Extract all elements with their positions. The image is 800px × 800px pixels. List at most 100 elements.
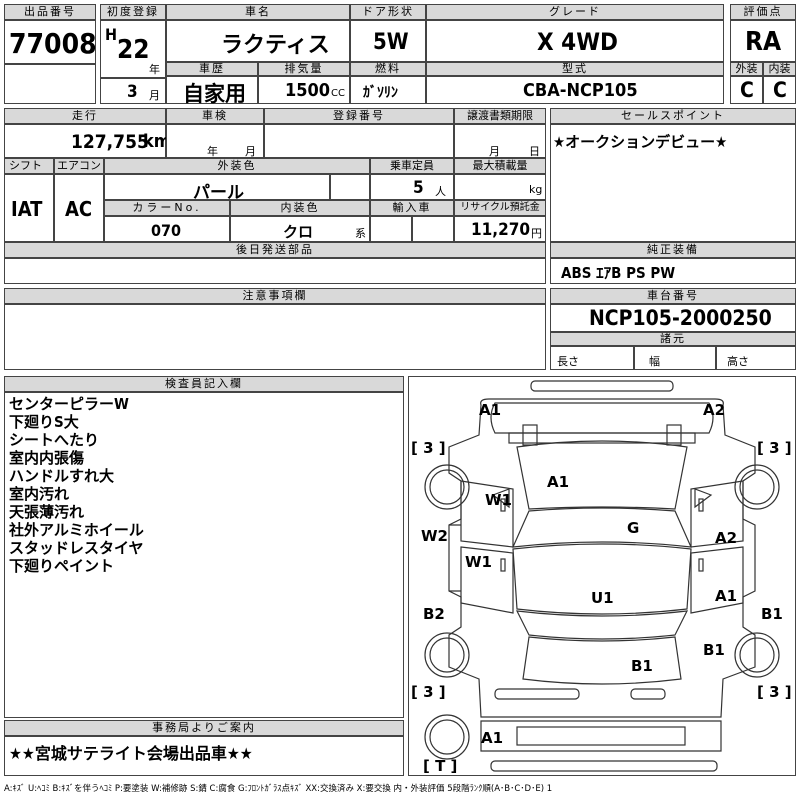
first-reg-cell: H 22 年 bbox=[100, 20, 166, 78]
mileage-unit: km bbox=[143, 131, 171, 152]
color-no-cell: 070 bbox=[104, 216, 230, 242]
grade-cell: X 4WD bbox=[426, 20, 724, 62]
transfer-cell: 月 日 bbox=[454, 124, 546, 158]
legend: A:ｷｽﾞ U:ﾍｺﾐ B:ｷｽﾞを伴うﾍｺﾐ P:要塗装 W:補修跡 S:錆 … bbox=[4, 784, 553, 794]
mark-door-right-front: A2 bbox=[715, 529, 738, 547]
reg-year: 22 bbox=[117, 35, 150, 65]
color: パール bbox=[193, 183, 244, 203]
reg-month: 3 bbox=[127, 82, 138, 102]
mark-hood: A1 bbox=[547, 473, 570, 491]
lot-number: 77008 bbox=[9, 27, 97, 60]
list-item: シートへたり bbox=[9, 431, 100, 449]
chassis-header: 車台番号 bbox=[550, 288, 796, 304]
transfer-day-unit: 日 bbox=[529, 145, 540, 158]
office-message: ★★宮城サテライト会場出品車★★ bbox=[9, 744, 253, 763]
length-cell: 長さ bbox=[550, 346, 634, 370]
car-diagram: A1 A2 A1 W1 W2 W1 G A2 A1 U1 B2 B1 B1 B1… bbox=[408, 376, 796, 776]
ac: AC bbox=[65, 197, 93, 221]
color-cell: パール bbox=[104, 174, 330, 203]
month-unit: 月 bbox=[149, 89, 160, 102]
load-header: 最大積載量 bbox=[454, 158, 546, 174]
lot-blank-cell bbox=[4, 64, 96, 104]
mark-rear-bottom: A1 bbox=[481, 729, 504, 747]
reg-number-header: 登録番号 bbox=[264, 108, 454, 124]
import-header: 輸入車 bbox=[370, 200, 454, 216]
transfer-month-unit: 月 bbox=[489, 145, 500, 158]
list-item: センターピラーW bbox=[9, 395, 129, 413]
width-label: 幅 bbox=[649, 355, 660, 368]
capacity: 5 bbox=[413, 178, 424, 198]
tire-front-right: [ 3 ] bbox=[757, 439, 792, 457]
import-cell-a bbox=[370, 216, 412, 242]
chassis-cell: NCP105-2000250 bbox=[550, 304, 796, 332]
list-item: 天張薄汚れ bbox=[9, 503, 85, 521]
grade-header: グレード bbox=[426, 4, 724, 20]
model-header: 型式 bbox=[426, 62, 724, 76]
height-label: 高さ bbox=[727, 355, 749, 368]
equipment-cell: ABS ｴｱB PS PW bbox=[550, 258, 796, 284]
length-label: 長さ bbox=[557, 355, 579, 368]
import-cell-b bbox=[412, 216, 454, 242]
width-cell: 幅 bbox=[634, 346, 716, 370]
mark-front-right: A2 bbox=[703, 401, 726, 419]
dims-header: 諸元 bbox=[550, 332, 796, 346]
load-unit: kg bbox=[529, 183, 543, 196]
mark-roof: U1 bbox=[591, 589, 614, 607]
inspector-cell: センターピラーW 下廻りS大 シートへたり 室内内張傷 ハンドルすれ大 室内汚れ… bbox=[4, 392, 404, 718]
first-reg-header: 初度登録 bbox=[100, 4, 166, 20]
fuel-cell: ｶﾞｿﾘﾝ bbox=[350, 76, 426, 104]
color-blank-cell bbox=[330, 174, 370, 200]
list-item: 下廻りS大 bbox=[9, 413, 79, 431]
recycle-cell: 11,270 円 bbox=[454, 216, 546, 242]
model-cell: CBA-NCP105 bbox=[426, 76, 724, 104]
equipment: ABS ｴｱB PS PW bbox=[561, 264, 676, 282]
model: CBA-NCP105 bbox=[523, 80, 638, 101]
year-unit: 年 bbox=[149, 63, 160, 76]
equipment-header: 純正装備 bbox=[550, 242, 796, 258]
color-no: 070 bbox=[151, 221, 182, 240]
height-cell: 高さ bbox=[716, 346, 796, 370]
score: RA bbox=[745, 27, 782, 57]
office-header: 事務局よりご案内 bbox=[4, 720, 404, 736]
sales-point-cell: ★オークションデビュー★ bbox=[550, 124, 796, 242]
mark-windshield: G bbox=[627, 519, 640, 537]
car-outline bbox=[424, 380, 780, 772]
int-color-header: 内装色 bbox=[230, 200, 370, 216]
mark-door-right-rear: A1 bbox=[715, 587, 738, 605]
mark-door-left-front: W2 bbox=[421, 527, 448, 545]
later-parts-header: 後日発送部品 bbox=[4, 242, 546, 258]
fuel-header: 燃料 bbox=[350, 62, 426, 76]
door-type: 5W bbox=[373, 30, 409, 55]
mark-fender-left: W1 bbox=[485, 491, 512, 509]
load-cell: kg bbox=[454, 174, 546, 200]
ac-header: エアコン bbox=[54, 158, 104, 174]
capacity-cell: 5 人 bbox=[370, 174, 454, 200]
tire-spare: [ T ] bbox=[423, 757, 458, 775]
chassis-number: NCP105-2000250 bbox=[589, 306, 772, 330]
mileage-cell: 127,755 km bbox=[4, 124, 171, 158]
displacement: 1500 bbox=[285, 80, 331, 101]
int-color: クロ bbox=[283, 223, 314, 241]
mileage: 127,755 bbox=[71, 131, 149, 153]
car-name-cell: ラクティス bbox=[166, 20, 350, 62]
int-color-cell: クロ 系 bbox=[230, 216, 370, 242]
caution-cell bbox=[4, 304, 546, 370]
inspector-list: センターピラーW 下廻りS大 シートへたり 室内内張傷 ハンドルすれ大 室内汚れ… bbox=[9, 395, 144, 575]
exterior-grade-cell: C bbox=[730, 76, 763, 104]
shift-cell: IAT bbox=[4, 174, 54, 242]
tire-rear-left: [ 3 ] bbox=[411, 683, 446, 701]
mark-quarter-right: B1 bbox=[761, 605, 783, 623]
history-header: 車歴 bbox=[166, 62, 258, 76]
list-item: 室内内張傷 bbox=[9, 449, 85, 467]
tire-rear-right: [ 3 ] bbox=[757, 683, 792, 701]
grade: X 4WD bbox=[537, 28, 618, 56]
office-cell: ★★宮城サテライト会場出品車★★ bbox=[4, 736, 404, 776]
int-color-unit: 系 bbox=[355, 227, 366, 240]
fuel: ｶﾞｿﾘﾝ bbox=[363, 85, 398, 101]
score-header: 評価点 bbox=[730, 4, 796, 20]
inspection-header: 車検 bbox=[166, 108, 264, 124]
displacement-header: 排気量 bbox=[258, 62, 350, 76]
ac-cell: AC bbox=[54, 174, 104, 242]
door-cell: 5W bbox=[350, 20, 426, 62]
shift: IAT bbox=[11, 197, 43, 221]
